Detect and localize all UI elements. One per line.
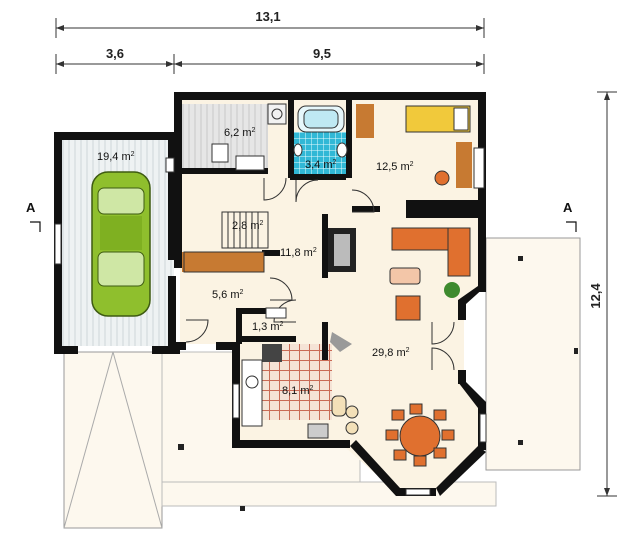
dimension-left-width: 3,6 bbox=[106, 46, 124, 61]
dining-table bbox=[385, 403, 455, 467]
dimension-total-depth: 12,4 bbox=[588, 283, 603, 309]
svg-text:19,4 m2: 19,4 m2 bbox=[97, 151, 135, 163]
room-label-hall: 11,8 m2 bbox=[280, 247, 317, 259]
svg-text:2,8 m2: 2,8 m2 bbox=[232, 220, 264, 232]
room-label-bedroom: 12,5 m2 bbox=[376, 161, 414, 173]
dimension-top-parts: 3,6 9,5 bbox=[55, 46, 485, 74]
svg-text:3,4 m2: 3,4 m2 bbox=[305, 159, 337, 171]
stairs bbox=[221, 211, 269, 249]
bathroom-fixtures bbox=[293, 105, 348, 158]
svg-text:12,5 m2: 12,5 m2 bbox=[376, 161, 414, 173]
bedroom-furniture bbox=[356, 104, 472, 188]
svg-text:1,3 m2: 1,3 m2 bbox=[252, 321, 284, 333]
room-label-utility: 6,2 m2 bbox=[224, 127, 256, 139]
section-marker-left: A bbox=[26, 200, 41, 232]
svg-text:A: A bbox=[26, 200, 36, 215]
fireplace bbox=[328, 228, 356, 272]
room-label-entry: 5,6 m2 bbox=[212, 289, 244, 301]
driveway bbox=[63, 351, 163, 529]
post-marker bbox=[240, 506, 245, 511]
room-label-bathroom: 3,4 m2 bbox=[305, 159, 337, 171]
dimension-right-width: 9,5 bbox=[313, 46, 331, 61]
windows bbox=[54, 147, 487, 496]
entry-wardrobe bbox=[183, 251, 265, 273]
dimension-right-depth: 12,4 bbox=[588, 91, 617, 497]
room-label-stairs: 2,8 m2 bbox=[232, 220, 264, 232]
terrace bbox=[485, 237, 581, 471]
kitchen-fixtures bbox=[241, 307, 359, 439]
svg-text:8,1 m2: 8,1 m2 bbox=[282, 385, 314, 397]
svg-text:A: A bbox=[563, 200, 573, 215]
living-furniture bbox=[330, 227, 471, 352]
dimension-total-width: 13,1 bbox=[255, 9, 280, 24]
room-label-kitchen: 8,1 m2 bbox=[282, 385, 314, 397]
room-label-living: 29,8 m2 bbox=[372, 347, 410, 359]
svg-text:5,6 m2: 5,6 m2 bbox=[212, 289, 244, 301]
svg-text:11,8 m2: 11,8 m2 bbox=[280, 247, 317, 259]
svg-text:29,8 m2: 29,8 m2 bbox=[372, 347, 410, 359]
post-marker bbox=[178, 444, 184, 450]
dimension-top-total: 13,1 bbox=[55, 9, 485, 38]
car-icon bbox=[91, 171, 151, 317]
utility-fixtures bbox=[165, 103, 287, 173]
room-label-garage: 19,4 m2 bbox=[97, 151, 135, 163]
svg-text:6,2 m2: 6,2 m2 bbox=[224, 127, 256, 139]
section-marker-right: A bbox=[563, 200, 577, 232]
room-label-wc: 1,3 m2 bbox=[252, 321, 284, 333]
